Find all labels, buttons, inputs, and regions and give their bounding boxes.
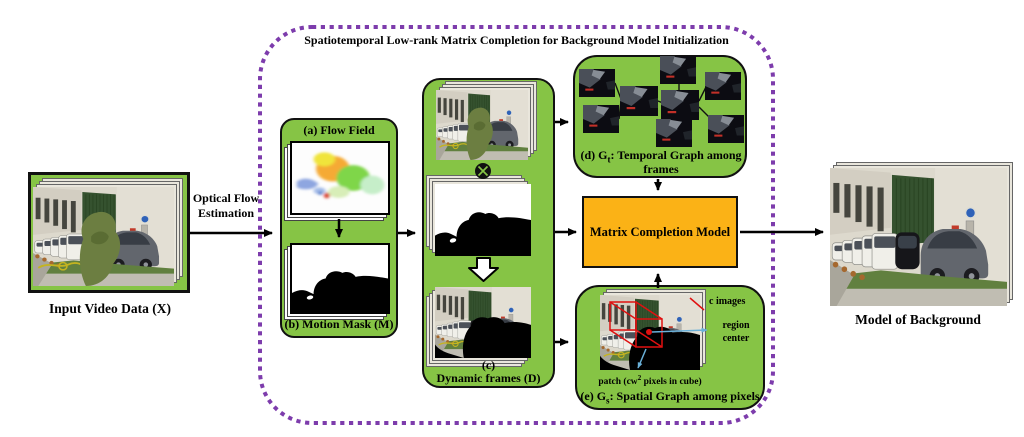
motion-mask-label: (b) Motion Mask (M) [284, 317, 394, 331]
flow-field-label: (a) Flow Field [303, 123, 375, 137]
input-video-image [33, 178, 183, 286]
frame-patch [708, 115, 744, 143]
optical-flow-label: Optical Flow Estimation [192, 191, 260, 220]
c-images-annotation: c images [709, 296, 746, 307]
input-video-label: Input Video Data (X) [49, 301, 171, 316]
background-model-image [830, 162, 1013, 306]
frame-patch [660, 56, 696, 84]
spatial-graph-image [600, 289, 706, 370]
spatial-graph-label: (e) Gs: Spatial Graph among pixels [580, 389, 760, 406]
patch-annotation: patch (cw2 pixels in cube) [598, 374, 702, 388]
frame-patch [656, 119, 692, 147]
frame-patch [583, 105, 619, 133]
dynamic-frame-image [426, 287, 531, 367]
frame-patch [705, 72, 741, 100]
diagram-title: Spatiotemporal Low-rank Matrix Completio… [304, 33, 729, 47]
motion-mask-image [284, 243, 390, 320]
temporal-graph-label-line2: frames [643, 162, 679, 176]
region-center-annotation: region center [722, 320, 750, 344]
background-model-label: Model of Background [855, 312, 981, 327]
dynamic-frames-label: (c)Dynamic frames (D) [436, 358, 541, 386]
flow-field-image [284, 141, 390, 221]
frame-patch [579, 69, 615, 97]
frame-patch [661, 90, 699, 120]
mask-frames-image [426, 175, 531, 256]
matrix-completion-model-box: Matrix Completion Model [582, 196, 738, 268]
matrix-completion-model-label: Matrix Completion Model [589, 224, 731, 239]
video-frame-image [436, 81, 537, 160]
frame-patch [620, 86, 658, 116]
